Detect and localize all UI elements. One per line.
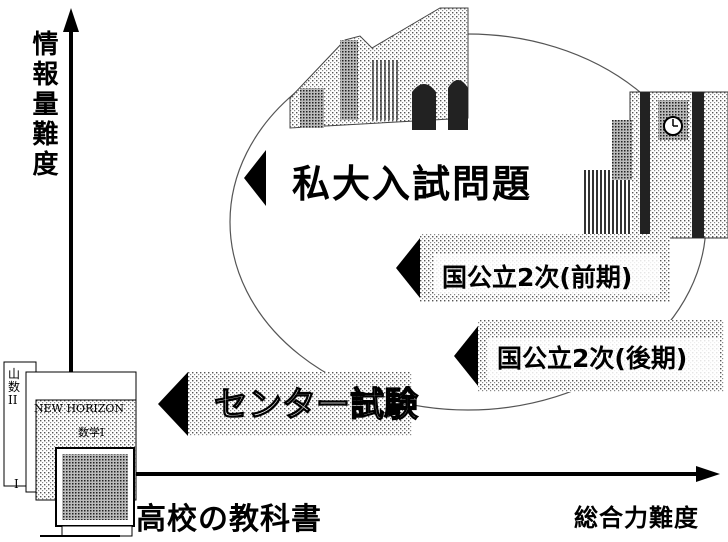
private-university-building [289, 7, 469, 130]
y-axis-label: 情報量難度 [28, 30, 58, 180]
banner-private [244, 150, 516, 206]
label-center-exam: センター試験 [213, 385, 418, 425]
y-axis-arrow [63, 8, 79, 372]
label-textbooks: 高校の教科書 [136, 502, 322, 537]
label-private-university: 私大入試問題 [292, 162, 533, 206]
x-axis-arrow [130, 466, 720, 482]
book-spine-text: 山 数 II [8, 367, 21, 408]
book-math-title: 数学I [78, 426, 105, 439]
book-english-title: NEW HORIZON [34, 402, 124, 415]
x-axis-label: 総合力難度 [574, 504, 699, 532]
textbook-stack [3, 361, 137, 537]
banner-kouki [454, 320, 724, 392]
label-national-second-late: 国公立2次(後期) [497, 344, 688, 373]
book-spine-number: I [14, 477, 19, 491]
banner-center [158, 372, 412, 436]
banner-zenki [396, 234, 670, 302]
clock-tower-building [584, 91, 728, 239]
label-national-second-early: 国公立2次(前期) [442, 263, 633, 292]
